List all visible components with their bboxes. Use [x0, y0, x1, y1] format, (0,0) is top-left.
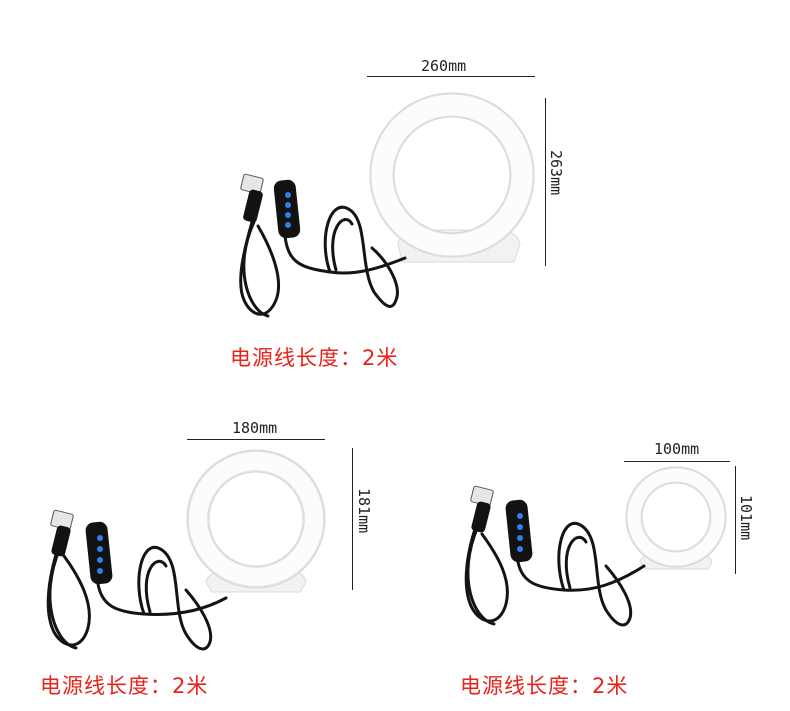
cord-length-label: 电源线长度：2米 — [460, 674, 629, 698]
width-dimension-label: 100mm — [654, 440, 700, 458]
height-dimension-line — [735, 466, 736, 574]
height-dimension-line — [352, 448, 353, 590]
width-dimension-line — [187, 439, 325, 440]
inline-controller — [273, 179, 301, 239]
cord-length-label: 电源线长度：2米 — [230, 346, 399, 370]
width-dimension-label: 180mm — [232, 419, 278, 437]
width-dimension-label: 260mm — [421, 57, 467, 75]
width-dimension-line — [367, 76, 535, 77]
height-dimension-label: 181mm — [355, 488, 373, 534]
usb-cable — [464, 522, 646, 627]
usb-plug — [470, 485, 494, 533]
height-dimension-line — [545, 98, 546, 266]
width-dimension-line — [624, 461, 730, 462]
height-dimension-label: 101mm — [737, 495, 755, 541]
usb-cable — [239, 206, 407, 318]
usb-plug — [50, 509, 74, 557]
usb-cable — [46, 546, 228, 651]
usb-plug — [240, 173, 264, 223]
inline-controller — [85, 521, 113, 585]
cord-length-label: 电源线长度：2米 — [40, 674, 209, 698]
height-dimension-label: 263mm — [547, 150, 565, 196]
inline-controller — [505, 499, 533, 563]
